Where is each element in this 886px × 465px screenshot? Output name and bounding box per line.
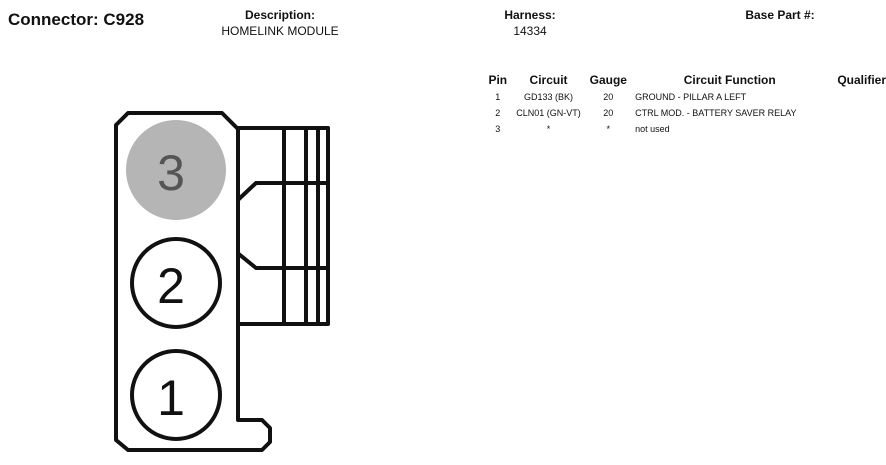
row-circuit: GD133 (BK) <box>524 92 574 102</box>
row-pin: 3 <box>495 124 501 134</box>
header-qualifier: Qualifier <box>837 73 886 87</box>
pin-1-label: 1 <box>157 370 185 426</box>
pin-cavity-3: 3 <box>126 120 226 220</box>
description-label: Description: <box>244 8 315 22</box>
row-function: not used <box>635 124 670 134</box>
row-circuit: * <box>546 124 551 134</box>
pin-2-circle <box>130 237 222 329</box>
connector-housing-outline <box>114 111 272 452</box>
row-circuit: CLN01 (GN-VT) <box>516 108 581 118</box>
pin-3-label: 3 <box>157 145 185 201</box>
row-gauge: 20 <box>603 108 614 118</box>
pin-3-circle <box>126 120 226 220</box>
connector-title: Connector: C928 <box>8 10 145 29</box>
description-value: HOMELINK MODULE <box>221 24 339 38</box>
pin-1-circle <box>130 349 222 441</box>
pin-table: Pin Circuit Gauge Circuit Function Quali… <box>482 73 886 137</box>
table-row: 3 * * not used <box>482 121 886 137</box>
header-function: Circuit Function <box>683 73 776 87</box>
header-circuit: Circuit <box>529 73 568 87</box>
base-part-block: Base Part #: <box>720 8 840 24</box>
row-gauge: * <box>606 124 611 134</box>
pin-table-header: Pin Circuit Gauge Circuit Function Quali… <box>482 73 886 89</box>
row-gauge: 20 <box>603 92 614 102</box>
row-pin: 2 <box>495 108 501 118</box>
row-function: CTRL MOD. - BATTERY SAVER RELAY <box>635 108 797 118</box>
header-pin: Pin <box>488 73 508 87</box>
harness-value: 14334 <box>513 24 547 38</box>
header-gauge: Gauge <box>589 73 627 87</box>
connector-latch <box>236 126 330 326</box>
base-part-label: Base Part #: <box>745 8 815 22</box>
table-row: 1 GD133 (BK) 20 GROUND - PILLAR A LEFT <box>482 89 886 105</box>
pin-cavity-2: 2 <box>130 237 222 329</box>
latch-arm-upper <box>237 181 330 201</box>
pin-cavity-1: 1 <box>130 349 222 441</box>
row-function: GROUND - PILLAR A LEFT <box>635 92 747 102</box>
pin-2-label: 2 <box>157 258 185 314</box>
table-row: 2 CLN01 (GN-VT) 20 CTRL MOD. - BATTERY S… <box>482 105 886 121</box>
description-block: Description: HOMELINK MODULE <box>180 8 380 40</box>
latch-arm-lower <box>237 252 330 270</box>
harness-label: Harness: <box>504 8 556 22</box>
harness-block: Harness: 14334 <box>470 8 590 40</box>
row-pin: 1 <box>495 92 501 102</box>
